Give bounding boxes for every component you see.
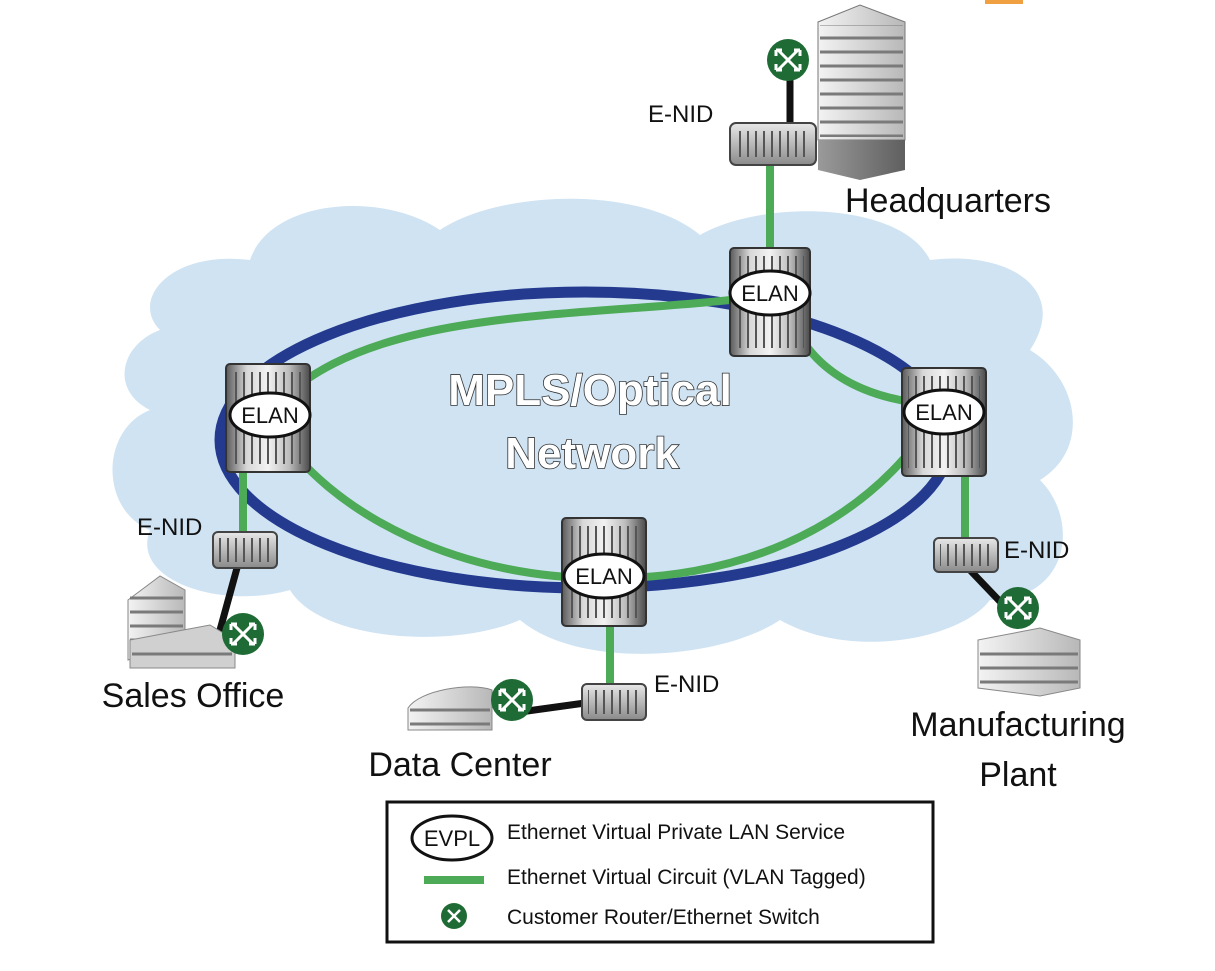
router-icon-dc (491, 679, 533, 721)
site-label-plant: Plant (979, 756, 1057, 794)
enid-label-sales: E-NID (137, 514, 202, 541)
corner-accent (985, 0, 1023, 4)
legend-evpl-label: EVPL (424, 826, 480, 851)
elan-label-top: ELAN (741, 281, 798, 306)
router-icon-mfg (997, 587, 1039, 629)
enid-label-dc: E-NID (654, 671, 719, 698)
router-icon-hq (767, 39, 809, 81)
enid-label-hq: E-NID (648, 101, 713, 128)
sales-office-building-icon (127, 575, 236, 669)
site-label-sales-office: Sales Office (102, 677, 285, 715)
manufacturing-plant-building-icon (977, 627, 1081, 697)
dc-router-link (516, 699, 589, 716)
data-center-building-icon (407, 686, 493, 731)
site-label-headquarters: Headquarters (845, 182, 1051, 220)
elan-label-bottom: ELAN (575, 564, 632, 589)
cloud-title-line1: MPLS/Optical (448, 366, 732, 415)
site-label-data-center: Data Center (368, 746, 551, 784)
legend: EVPL Ethernet Virtual Private LAN Servic… (385, 800, 935, 944)
headquarters-building-icon (817, 4, 906, 180)
legend-evpl-symbol (410, 814, 494, 862)
site-label-manufacturing: Manufacturing (910, 706, 1125, 744)
enid-device-sales (212, 531, 278, 569)
elan-node-left: ELAN (228, 391, 312, 439)
elan-label-right: ELAN (915, 400, 972, 425)
elan-node-bottom: ELAN (562, 552, 646, 600)
enid-device-dc (581, 683, 647, 721)
enid-device-hq (729, 122, 817, 166)
sales-router-link (216, 564, 241, 634)
elan-node-right: ELAN (902, 388, 986, 436)
enid-label-mfg: E-NID (1004, 537, 1069, 564)
evc-left-to-top (264, 291, 774, 419)
elan-label-left: ELAN (241, 403, 298, 428)
enid-device-mfg (933, 537, 999, 573)
mpls-cloud (112, 198, 1073, 654)
legend-evpl-text: Ethernet Virtual Private LAN Service (507, 821, 845, 844)
router-icon-sales (222, 613, 264, 655)
legend-router-text: Customer Router/Ethernet Switch (507, 906, 820, 929)
legend-router-icon (441, 903, 467, 929)
cloud-title-line2: Network (505, 429, 679, 478)
legend-evc-text: Ethernet Virtual Circuit (VLAN Tagged) (507, 866, 866, 889)
elan-node-top: ELAN (728, 269, 812, 317)
